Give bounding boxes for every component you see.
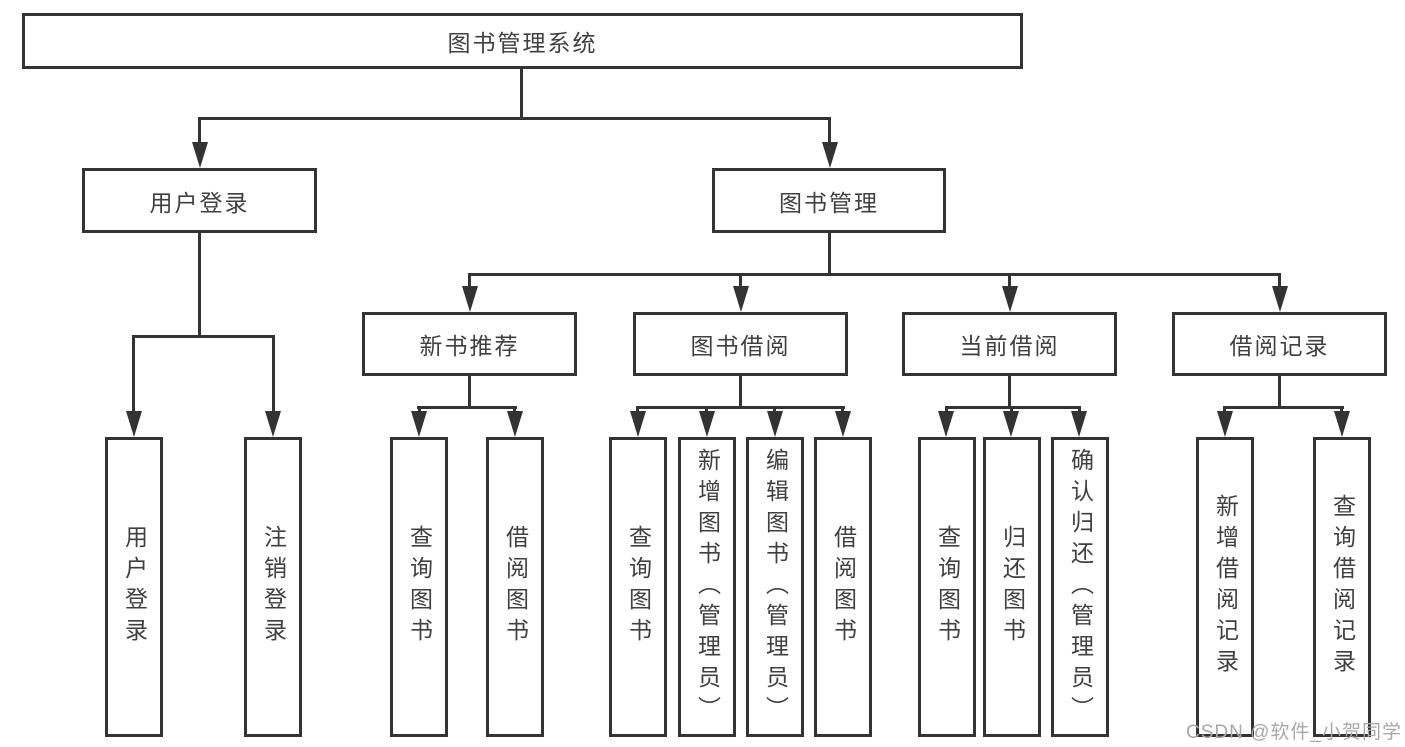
node-new-book-recommend: 新书推荐 bbox=[362, 312, 577, 376]
leaf-borrow-books-borrowing-label: 借阅图书 bbox=[830, 525, 857, 649]
leaf-return-book: 归还图书 bbox=[983, 437, 1041, 737]
connector-line bbox=[739, 276, 742, 287]
connector-line bbox=[132, 338, 135, 412]
arrow-down-icon bbox=[192, 142, 208, 168]
leaf-add-borrow-record: 新增借阅记录 bbox=[1196, 437, 1254, 737]
connector-line bbox=[636, 406, 845, 409]
arrow-down-icon bbox=[1272, 286, 1288, 312]
leaf-confirm-return-admin-label: 确认归还（管理员） bbox=[1067, 447, 1094, 727]
node-user-login: 用户登录 bbox=[82, 168, 317, 233]
node-book-borrowing: 图书借阅 bbox=[633, 312, 848, 376]
node-book-management: 图书管理 bbox=[712, 168, 946, 233]
leaf-edit-book-admin: 编辑图书（管理员） bbox=[746, 437, 804, 737]
connector-line bbox=[1008, 276, 1011, 287]
connector-line bbox=[198, 120, 201, 144]
arrow-down-icon bbox=[699, 411, 715, 437]
leaf-borrow-books-recommend: 借阅图书 bbox=[486, 437, 544, 737]
connector-line bbox=[945, 406, 1081, 409]
arrow-down-icon bbox=[733, 286, 749, 312]
leaf-query-borrow-record-label: 查询借阅记录 bbox=[1329, 494, 1356, 680]
arrow-down-icon bbox=[835, 411, 851, 437]
arrow-down-icon bbox=[1334, 411, 1350, 437]
arrow-down-icon bbox=[1002, 286, 1018, 312]
node-current-borrowing: 当前借阅 bbox=[902, 312, 1117, 376]
connector-line bbox=[198, 117, 831, 120]
leaf-user-login: 用户登录 bbox=[105, 437, 163, 737]
connector-line bbox=[468, 375, 471, 408]
arrow-down-icon bbox=[1071, 411, 1087, 437]
arrow-down-icon bbox=[822, 142, 838, 168]
node-current-borrowing-label: 当前借阅 bbox=[959, 333, 1060, 359]
connector-line bbox=[1278, 375, 1281, 408]
arrow-down-icon bbox=[1003, 411, 1019, 437]
leaf-confirm-return-admin: 确认归还（管理员） bbox=[1051, 437, 1109, 737]
leaf-query-books-recommend: 查询图书 bbox=[390, 437, 448, 737]
connector-line bbox=[1223, 406, 1344, 409]
leaf-user-login-label: 用户登录 bbox=[121, 525, 148, 649]
leaf-query-books-current: 查询图书 bbox=[918, 437, 976, 737]
leaf-query-books-current-label: 查询图书 bbox=[934, 525, 961, 649]
connector-line bbox=[468, 276, 471, 287]
leaf-borrow-books-borrowing: 借阅图书 bbox=[814, 437, 872, 737]
node-book-borrowing-label: 图书借阅 bbox=[690, 333, 791, 359]
leaf-query-books-borrowing: 查询图书 bbox=[609, 437, 667, 737]
connector-line bbox=[520, 68, 523, 118]
arrow-down-icon bbox=[630, 411, 646, 437]
csdn-watermark: CSDN @软件_小贺同学 bbox=[1186, 722, 1402, 743]
leaf-add-book-admin-label: 新增图书（管理员） bbox=[694, 447, 721, 727]
arrow-down-icon bbox=[462, 286, 478, 312]
connector-line bbox=[1008, 375, 1011, 408]
leaf-logout: 注销登录 bbox=[244, 437, 302, 737]
node-borrowing-records: 借阅记录 bbox=[1172, 312, 1387, 376]
connector-line bbox=[828, 233, 831, 276]
connector-line bbox=[272, 338, 275, 412]
arrow-down-icon bbox=[507, 411, 523, 437]
arrow-down-icon bbox=[411, 411, 427, 437]
leaf-query-books-recommend-label: 查询图书 bbox=[406, 525, 433, 649]
leaf-logout-label: 注销登录 bbox=[260, 525, 287, 649]
connector-line bbox=[1278, 276, 1281, 287]
connector-line bbox=[739, 375, 742, 408]
node-book-management-label: 图书管理 bbox=[779, 189, 879, 216]
arrow-down-icon bbox=[265, 411, 281, 437]
leaf-query-borrow-record: 查询借阅记录 bbox=[1313, 437, 1371, 737]
arrow-down-icon bbox=[767, 411, 783, 437]
leaf-borrow-books-recommend-label: 借阅图书 bbox=[502, 525, 529, 649]
leaf-return-book-label: 归还图书 bbox=[999, 525, 1026, 649]
arrow-down-icon bbox=[126, 411, 142, 437]
connector-line bbox=[828, 120, 831, 144]
node-user-login-label: 用户登录 bbox=[149, 189, 250, 216]
connector-line bbox=[468, 273, 1281, 276]
arrow-down-icon bbox=[1217, 411, 1233, 437]
connector-line bbox=[198, 233, 201, 337]
arrow-down-icon bbox=[938, 411, 954, 437]
node-new-book-recommend-label: 新书推荐 bbox=[419, 333, 520, 359]
leaf-add-book-admin: 新增图书（管理员） bbox=[678, 437, 736, 737]
leaf-query-books-borrowing-label: 查询图书 bbox=[625, 525, 652, 649]
node-borrowing-records-label: 借阅记录 bbox=[1229, 333, 1330, 359]
connector-line bbox=[132, 335, 275, 338]
node-root-label: 图书管理系统 bbox=[447, 30, 598, 56]
leaf-edit-book-admin-label: 编辑图书（管理员） bbox=[762, 447, 789, 727]
node-root: 图书管理系统 bbox=[22, 13, 1023, 69]
leaf-add-borrow-record-label: 新增借阅记录 bbox=[1212, 494, 1239, 680]
connector-line bbox=[417, 406, 517, 409]
